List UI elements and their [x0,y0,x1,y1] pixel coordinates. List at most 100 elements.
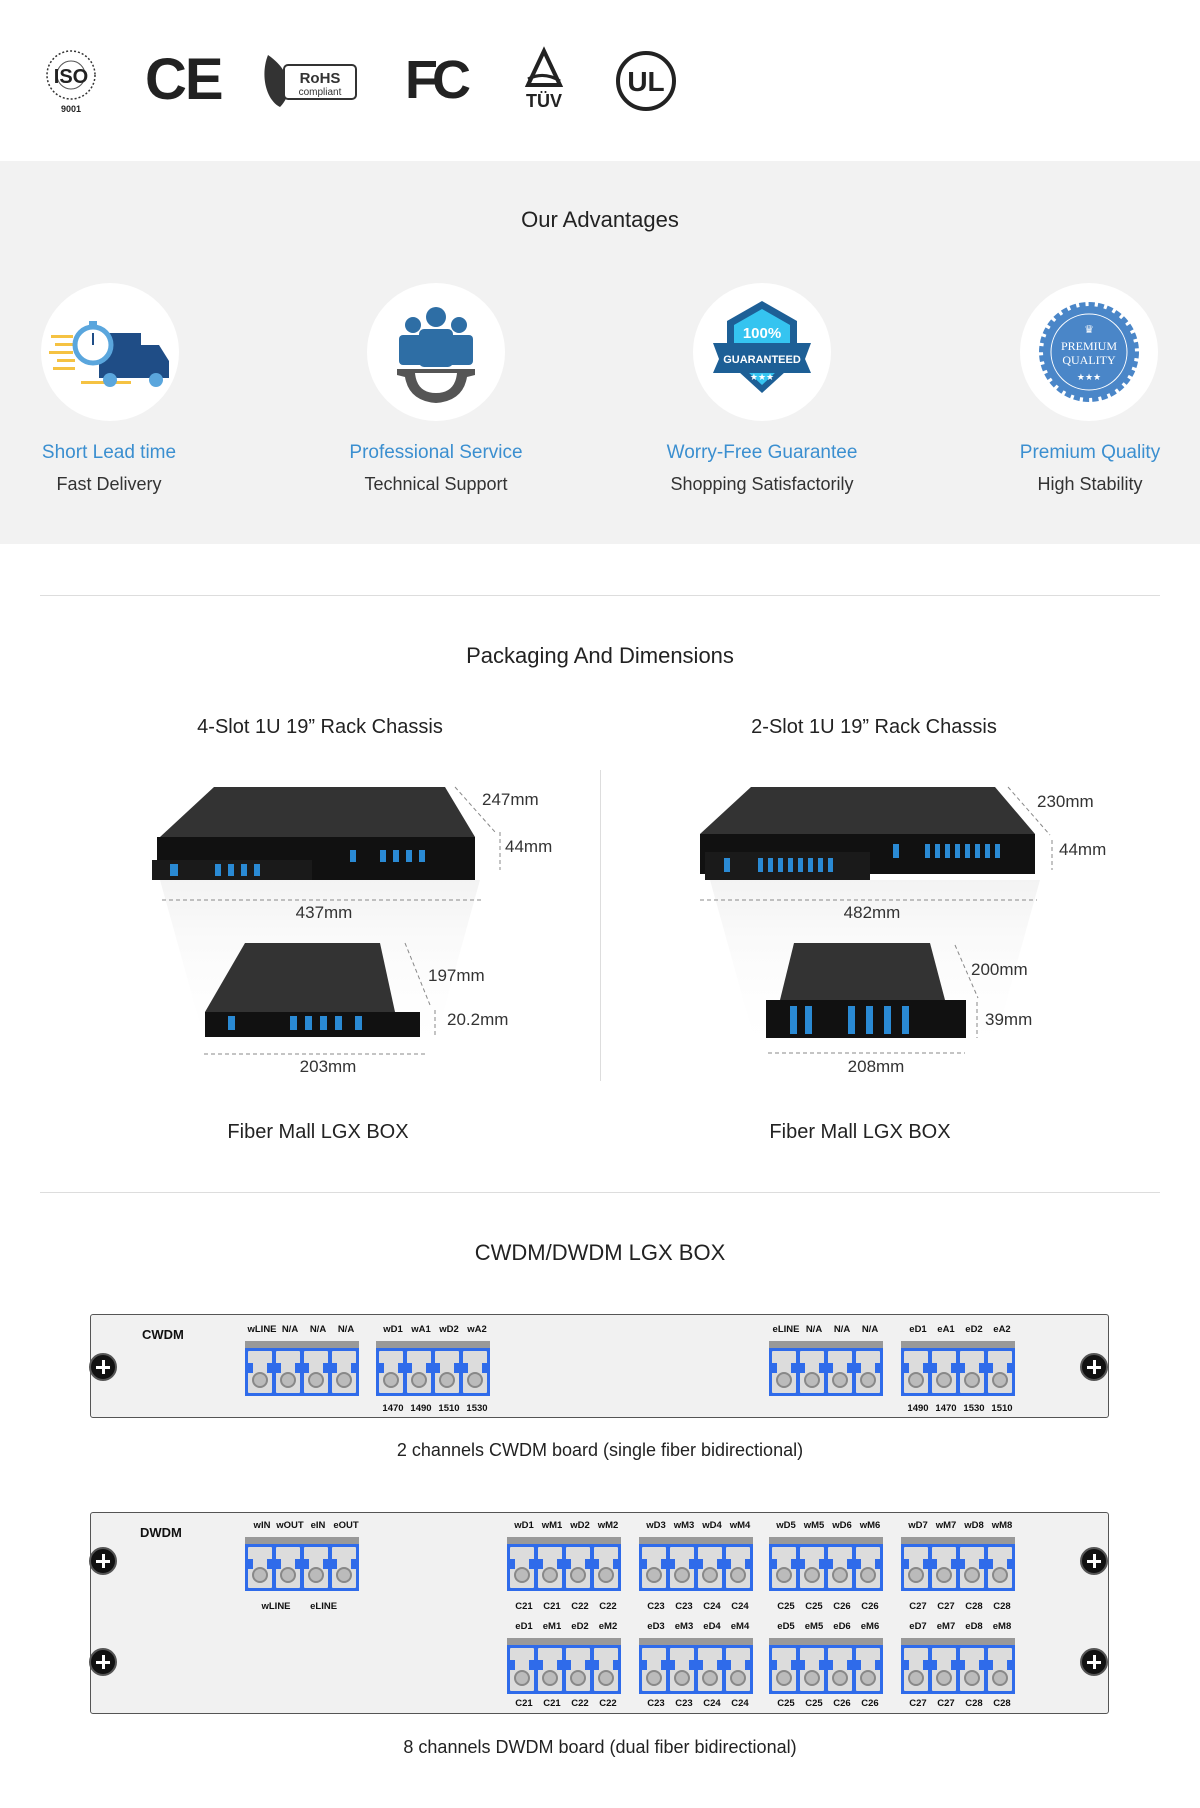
fiber-port[interactable] [698,1648,722,1691]
fiber-port[interactable] [248,1351,272,1393]
2-slot-chassis-image [700,786,1053,1060]
fiber-port[interactable] [960,1547,984,1588]
fiber-port[interactable] [276,1547,300,1588]
port-latch [566,1660,571,1670]
port-latch [557,1660,562,1670]
port-latch [932,1363,937,1373]
port-latch [538,1660,543,1670]
fiber-port[interactable] [379,1351,403,1393]
right-chassis-height: 44mm [1059,840,1107,859]
port-latch [904,1660,909,1670]
fiber-port[interactable] [772,1351,796,1393]
advantage-title-1: Short Lead time [41,442,177,463]
fiber-port[interactable] [904,1547,928,1588]
port-label-top: wM8 [991,1520,1013,1531]
ul-logo: UL [614,45,678,115]
fiber-port[interactable] [988,1648,1012,1691]
fiber-port[interactable] [772,1547,796,1588]
port-hole [804,1567,820,1583]
port-latch [745,1559,750,1569]
fiber-port[interactable] [510,1648,534,1691]
fiber-port[interactable] [960,1351,984,1393]
fiber-port[interactable] [594,1547,618,1588]
fiber-port[interactable] [800,1547,824,1588]
port-hole [936,1372,952,1388]
fiber-port[interactable] [670,1648,694,1691]
port-latch [276,1363,281,1373]
advantage-subtitle-2: Technical Support [364,474,508,494]
advantage-subtitle-1: Fast Delivery [56,474,162,494]
fiber-port[interactable] [856,1351,880,1393]
port-latch [828,1660,833,1670]
fiber-port[interactable] [856,1547,880,1588]
fiber-port[interactable] [856,1648,880,1691]
fiber-port[interactable] [800,1648,824,1691]
fiber-port[interactable] [407,1351,431,1393]
port-hole [992,1372,1008,1388]
port-latch [351,1559,356,1569]
dwdm-label: DWDM [140,1525,182,1540]
fiber-port[interactable] [828,1648,852,1691]
port-label-bottom: C25 [777,1698,795,1709]
fiber-port[interactable] [904,1351,928,1393]
right-chassis-depth: 230mm [1037,792,1094,811]
port-label-top: eD5 [777,1621,795,1632]
fiber-port[interactable] [828,1351,852,1393]
fiber-port[interactable] [332,1547,356,1588]
port-group [376,1341,490,1396]
port-label-top: wD5 [776,1520,796,1531]
fiber-port[interactable] [332,1351,356,1393]
fiber-port[interactable] [538,1648,562,1691]
port-label-bottom: C28 [965,1601,983,1612]
port-hole [832,1567,848,1583]
fiber-port[interactable] [726,1648,750,1691]
fiber-port[interactable] [538,1547,562,1588]
port-label-top: eLINE [772,1324,800,1335]
port-hole [308,1372,324,1388]
port-label-top: eIN [310,1520,326,1531]
port-label-top: N/A [337,1324,355,1335]
fiber-port[interactable] [772,1648,796,1691]
port-label-bottom: wLINE [261,1601,291,1612]
fiber-port[interactable] [932,1351,956,1393]
port-hole [908,1567,924,1583]
fiber-port[interactable] [932,1547,956,1588]
fiber-port[interactable] [642,1648,666,1691]
fiber-port[interactable] [304,1351,328,1393]
fiber-port[interactable] [248,1547,272,1588]
fiber-port[interactable] [698,1547,722,1588]
port-label-top: eM2 [598,1621,618,1632]
port-latch [529,1660,534,1670]
fiber-port[interactable] [800,1351,824,1393]
fiber-port[interactable] [435,1351,459,1393]
port-label-bottom: 1510 [991,1403,1013,1414]
port-label-top: wIN [253,1520,271,1531]
port-label-bottom: C22 [599,1698,617,1709]
svg-text:PREMIUM: PREMIUM [1061,339,1117,353]
port-hole [570,1567,586,1583]
fiber-port[interactable] [670,1547,694,1588]
fiber-port[interactable] [566,1547,590,1588]
fiber-port[interactable] [904,1648,928,1691]
fiber-port[interactable] [726,1547,750,1588]
fiber-port[interactable] [642,1547,666,1588]
fiber-port[interactable] [988,1547,1012,1588]
port-hole [964,1372,980,1388]
fiber-port[interactable] [276,1351,300,1393]
fiber-port[interactable] [828,1547,852,1588]
fiber-port[interactable] [566,1648,590,1691]
fiber-port[interactable] [960,1648,984,1691]
fiber-port[interactable] [932,1648,956,1691]
port-latch [772,1559,777,1569]
fiber-port[interactable] [988,1351,1012,1393]
team-gear-icon [367,283,505,421]
fiber-port[interactable] [304,1547,328,1588]
port-latch [791,1660,796,1670]
fiber-port[interactable] [463,1351,487,1393]
port-label-bottom: C28 [993,1601,1011,1612]
port-hole [992,1567,1008,1583]
fiber-port[interactable] [510,1547,534,1588]
port-hole [674,1567,690,1583]
fiber-port[interactable] [594,1648,618,1691]
